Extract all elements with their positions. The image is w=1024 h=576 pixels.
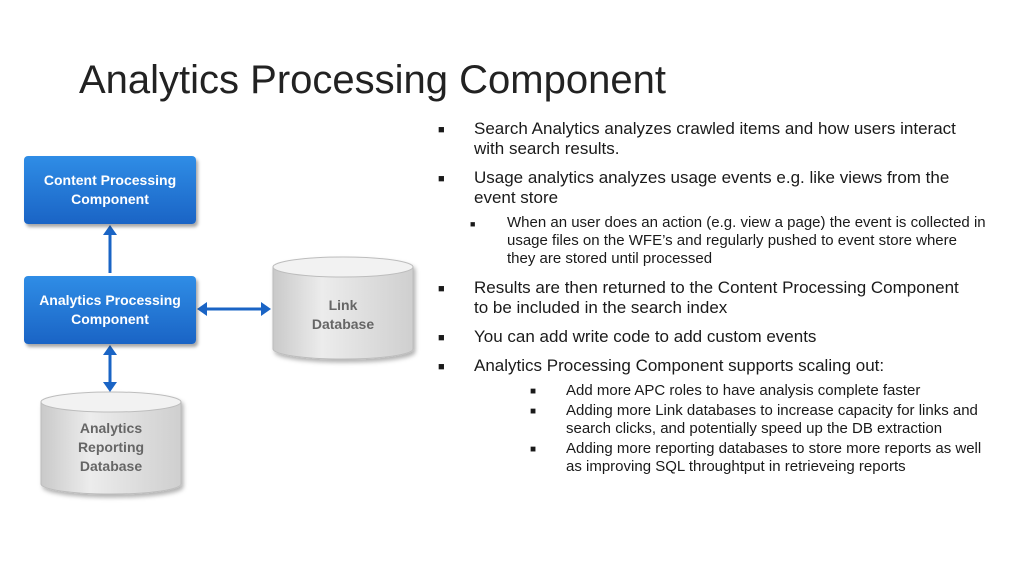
sub-bullet-item: ■ Adding more Link databases to increase… <box>438 402 986 438</box>
architecture-diagram <box>40 225 414 495</box>
bullet-item: ■ Search Analytics analyzes crawled item… <box>438 119 974 159</box>
bullet-square-icon: ■ <box>530 444 537 455</box>
bullet-text: Analytics Processing Component supports … <box>474 356 885 375</box>
bullet-square-icon: ■ <box>530 386 537 397</box>
analytics-reporting-database-cylinder <box>40 391 182 495</box>
link-database-label: Link Database <box>311 297 375 332</box>
bullet-text: Add more APC roles to have analysis comp… <box>566 382 921 399</box>
content-processing-component-box: Content Processing Component <box>24 156 196 224</box>
bullet-square-icon: ■ <box>438 173 445 185</box>
bullet-square-icon: ■ <box>530 406 537 417</box>
arrow-apc-reporting-database <box>103 345 117 392</box>
arrow-apc-link-database <box>197 302 271 316</box>
bullet-item: ■ Analytics Processing Component support… <box>438 356 974 376</box>
bullet-text: You can add write code to add custom eve… <box>474 327 817 346</box>
sub-bullet-item: ■ Add more APC roles to have analysis co… <box>438 382 986 400</box>
analytics-reporting-database-label: Analytics Reporting Database <box>77 419 145 474</box>
bullet-square-icon: ■ <box>438 124 445 136</box>
sub-bullet-item: ■ Adding more reporting databases to sto… <box>438 440 986 476</box>
slide-title: Analytics Processing Component <box>79 58 666 102</box>
bullet-text: When an user does an action (e.g. view a… <box>507 214 986 267</box>
sub-bullet-item: ■ When an user does an action (e.g. view… <box>438 214 987 268</box>
bullet-square-icon: ■ <box>438 283 445 295</box>
bullet-text: Adding more reporting databases to store… <box>566 440 982 475</box>
bullet-text: Results are then returned to the Content… <box>474 278 959 317</box>
bullet-text: Search Analytics analyzes crawled items … <box>474 119 956 158</box>
link-database-cylinder <box>272 256 414 360</box>
bullet-item: ■ You can add write code to add custom e… <box>438 327 974 347</box>
bullet-square-icon: ■ <box>438 332 445 344</box>
bullet-text: Usage analytics analyzes usage events e.… <box>474 168 950 207</box>
bullet-item: ■ Results are then returned to the Conte… <box>438 278 974 318</box>
bullet-text: Adding more Link databases to increase c… <box>566 402 978 437</box>
bullet-square-icon: ■ <box>438 361 445 373</box>
analytics-processing-component-box: Analytics Processing Component <box>24 276 196 344</box>
arrow-apc-to-cpc <box>103 225 117 273</box>
bullet-square-icon: ■ <box>470 219 476 229</box>
bullet-list: ■ Search Analytics analyzes crawled item… <box>438 119 998 481</box>
bullet-item: ■ Usage analytics analyzes usage events … <box>438 168 974 208</box>
